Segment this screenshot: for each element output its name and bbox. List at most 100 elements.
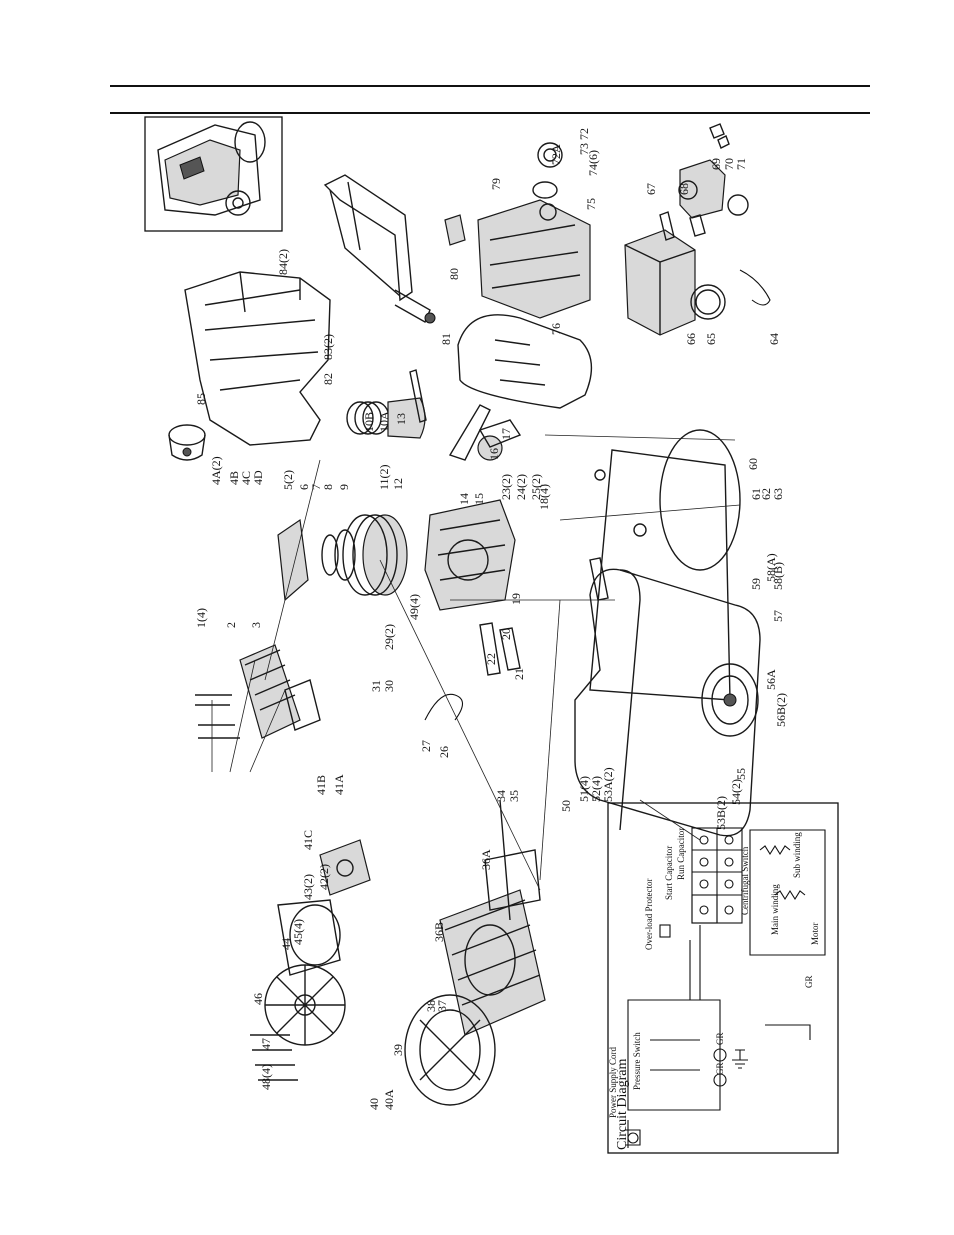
part-label: 36A	[479, 849, 493, 870]
head-gasket	[457, 314, 593, 409]
part-label: 36B	[432, 922, 446, 942]
part-label: 38	[424, 1000, 438, 1012]
part-label: 15	[472, 493, 486, 505]
drain-plug	[532, 142, 563, 199]
part-label: 64	[767, 333, 781, 345]
motor-rotor	[484, 799, 541, 921]
fan-housing	[277, 899, 341, 976]
bearing-cover	[319, 839, 371, 896]
part-label: 82	[321, 373, 335, 385]
part-label: 41C	[301, 830, 315, 850]
part-label: 73	[577, 143, 591, 155]
part-label: 34	[494, 790, 508, 802]
part-label: 5(2)	[281, 470, 295, 490]
part-label: 65	[704, 333, 718, 345]
part-label: 58(B)	[771, 562, 785, 590]
pulley-and-plates	[239, 514, 408, 739]
circuit-diagram	[607, 802, 839, 1154]
part-label: 55	[734, 768, 748, 780]
leader-lines	[211, 434, 741, 891]
part-label: 4C	[239, 471, 253, 485]
part-label: 10B	[362, 412, 376, 432]
wheel	[701, 663, 759, 737]
run-capacitor-label: Run Capacitor	[676, 828, 686, 880]
part-label: 6	[297, 484, 311, 490]
part-label: 8	[321, 484, 335, 490]
part-label: 84(2)	[276, 249, 290, 275]
part-label: 56B(2)	[774, 693, 788, 727]
part-label: 72A	[549, 144, 563, 165]
pressure-switch-label: Pressure Switch	[632, 1032, 642, 1090]
part-label: 7	[309, 484, 323, 490]
part-label: 41A	[332, 774, 346, 795]
part-label: 35	[507, 790, 521, 802]
part-label: 54(2)	[729, 779, 743, 805]
part-label: 37	[435, 1000, 449, 1012]
circuit-title: Circuit Diagram	[615, 1059, 630, 1150]
part-label: 68	[677, 183, 691, 195]
part-label: 67	[644, 183, 658, 195]
part-label: 53B(2)	[714, 796, 728, 830]
head-bolts	[195, 694, 240, 739]
part-label: 70	[722, 158, 736, 170]
part-label: 40	[367, 1098, 381, 1110]
part-label: 4A(2)	[209, 456, 223, 485]
part-label: 75	[584, 198, 598, 210]
part-label: 9	[337, 484, 351, 490]
top-rule	[110, 85, 870, 87]
part-label: 11(2)	[377, 464, 391, 490]
cooling-fan	[264, 964, 346, 1046]
part-label: 24(2)	[514, 474, 528, 500]
part-label: 17	[499, 428, 513, 440]
part-label: 80	[447, 268, 461, 280]
circuit-text: Circuit Diagram Power Supply Cord Pressu…	[608, 828, 820, 1150]
part-label: 39	[391, 1044, 405, 1056]
belt-guard-shroud	[184, 271, 331, 446]
part-label: 60	[746, 458, 760, 470]
crankcase	[424, 499, 516, 611]
part-label: 79	[489, 178, 503, 190]
part-label: 61	[749, 488, 763, 500]
part-label: 50	[559, 800, 573, 812]
part-label: 72	[577, 128, 591, 140]
motor-screws	[250, 1034, 298, 1081]
start-capacitor-label: Start Capacitor	[664, 846, 674, 900]
part-label: 41B	[314, 775, 328, 795]
part-label: 44	[279, 938, 293, 950]
part-label: 23(2)	[499, 474, 513, 500]
wire-27	[424, 693, 464, 721]
part-label: 62	[759, 488, 773, 500]
part-label: 12	[391, 478, 405, 490]
second-rule	[110, 112, 870, 114]
motor-stator	[439, 889, 546, 1036]
part-label: 53A(2)	[601, 767, 615, 802]
pressure-switch	[624, 229, 696, 336]
part-label: 83(2)	[321, 334, 335, 360]
part-label: 81	[439, 333, 453, 345]
part-label: 49(4)	[407, 594, 421, 620]
part-label: 19	[509, 593, 523, 605]
part-label: 2	[224, 622, 238, 628]
motor-label: Motor	[810, 922, 820, 945]
assembled-compressor-inset	[144, 116, 283, 232]
part-label: 69	[709, 158, 723, 170]
pressure-gauge	[690, 284, 726, 320]
part-label: 18(4)	[537, 484, 551, 510]
ground-label-3: GR	[804, 975, 814, 988]
piston-assembly	[346, 369, 427, 439]
air-filter	[168, 424, 206, 461]
main-winding-label: Main winding	[770, 884, 780, 935]
part-label: 47	[259, 1038, 273, 1050]
overload-label: Over-load Protector	[644, 878, 654, 950]
motor-end-cover	[404, 994, 496, 1106]
part-label: 52(4)	[589, 776, 603, 802]
breather	[444, 214, 466, 246]
sub-winding-label: Sub winding	[792, 832, 802, 878]
part-label: 66	[684, 333, 698, 345]
part-label: 4D	[251, 470, 265, 485]
handle	[323, 174, 436, 324]
part-label: 85	[194, 393, 208, 405]
cylinder-head	[477, 199, 591, 319]
part-label: 74(6)	[586, 150, 600, 176]
